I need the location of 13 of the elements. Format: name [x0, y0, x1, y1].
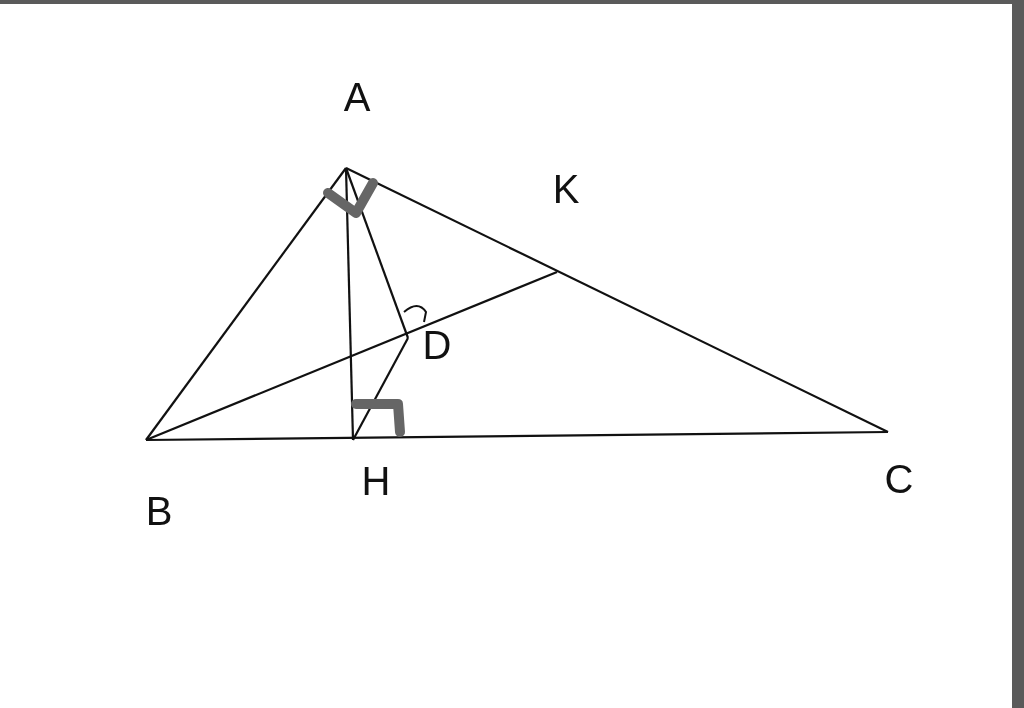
point-label: D	[422, 325, 452, 365]
line-segment	[145, 167, 347, 441]
line-segment	[344, 167, 355, 441]
line-segment	[344, 167, 410, 339]
point-label: C	[884, 459, 914, 499]
line-segment	[145, 271, 558, 441]
line-segment	[352, 337, 409, 441]
point-label: K	[552, 169, 580, 209]
line-segment	[345, 167, 889, 433]
point-label: B	[145, 491, 173, 531]
line-segment	[146, 430, 888, 442]
point-label: A	[343, 77, 371, 117]
point-label: H	[361, 461, 391, 501]
